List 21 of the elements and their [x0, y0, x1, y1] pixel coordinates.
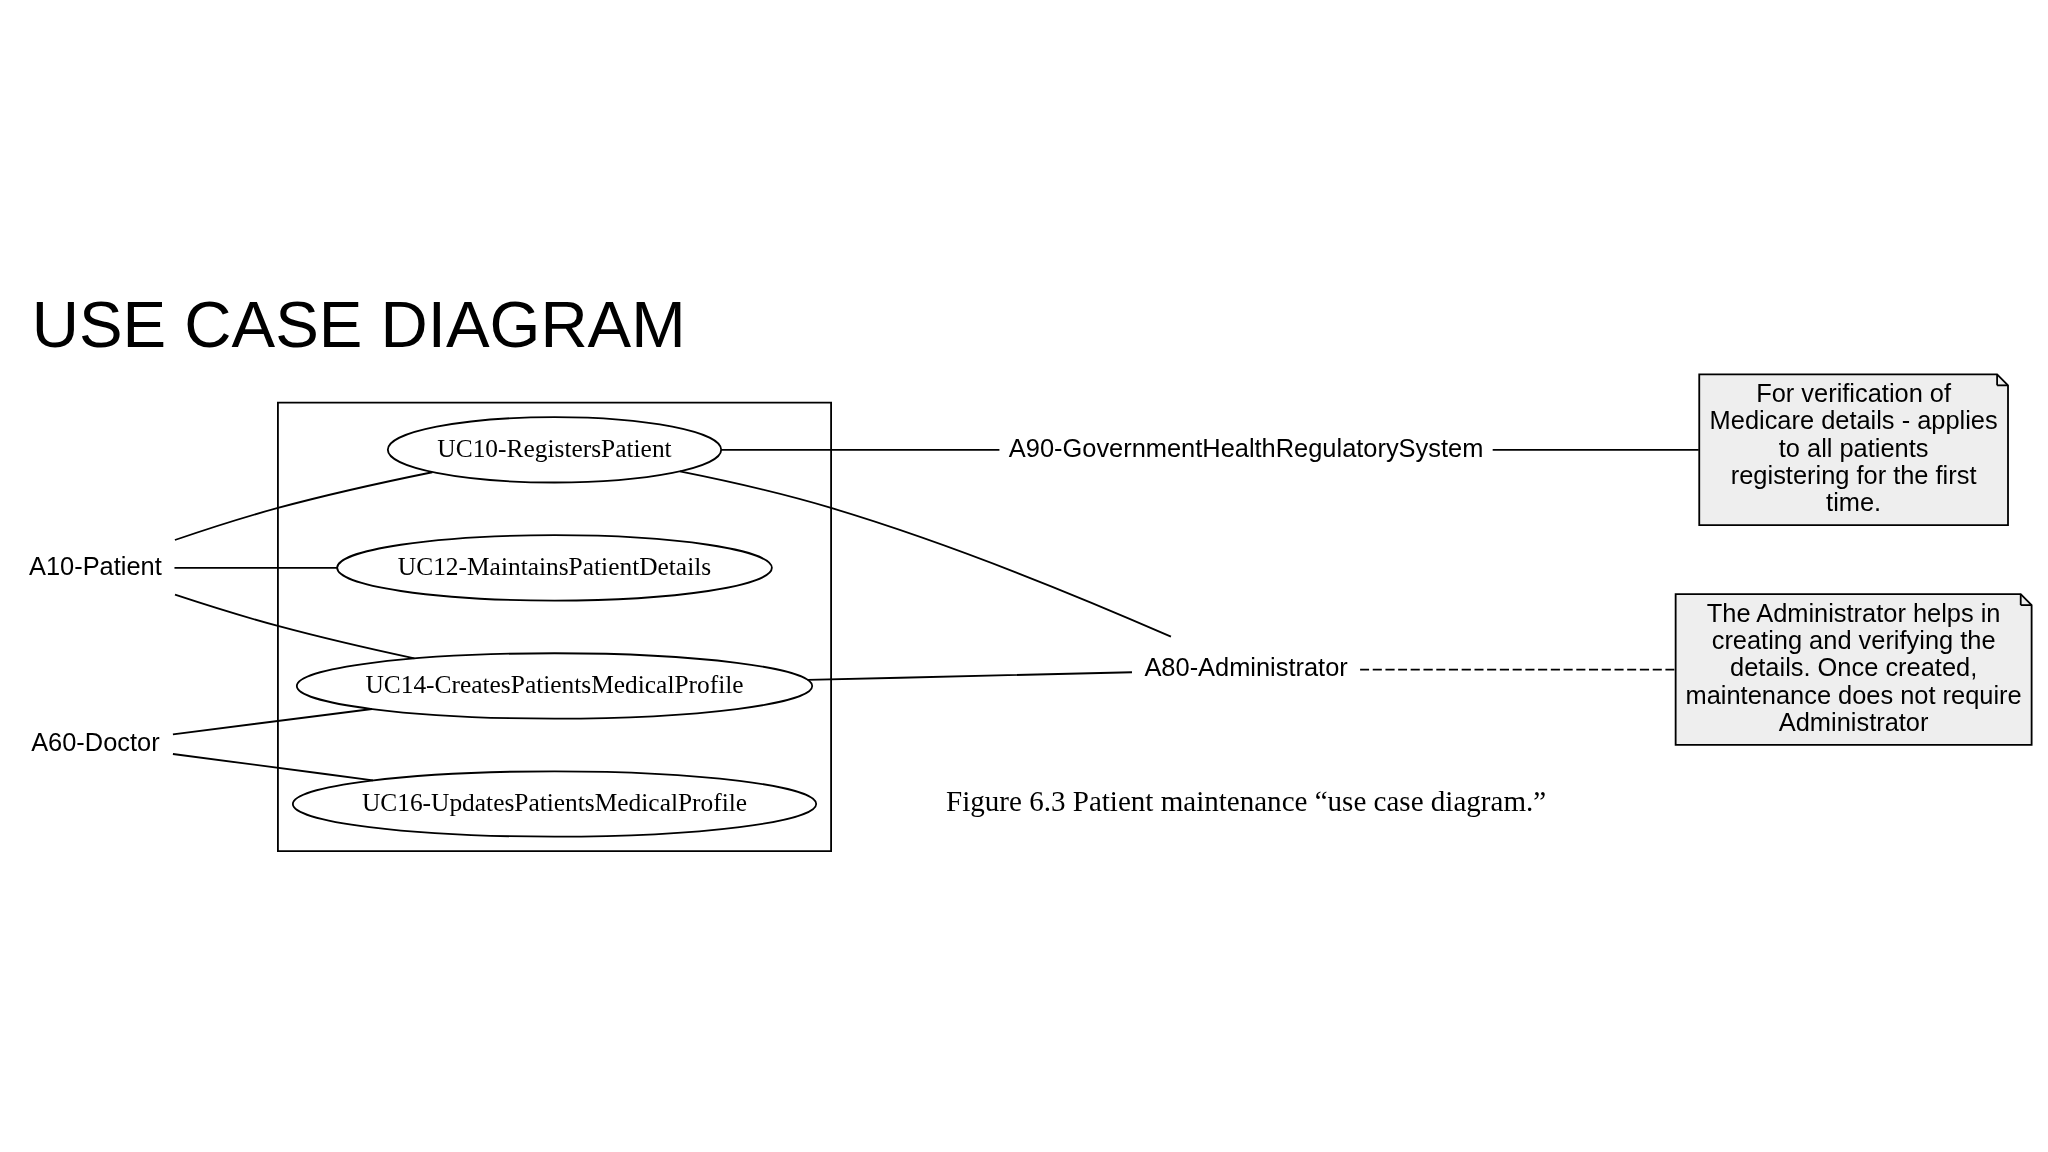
connector — [1359, 668, 1677, 670]
node-ellipse: UC16-UpdatesPatientsMedicalProfile — [291, 769, 818, 838]
connector — [173, 566, 338, 569]
node-text: A90-GovernmentHealthRegulatorySystem — [1008, 433, 1484, 462]
diagram-title: USE CASE DIAGRAM — [31, 287, 686, 361]
cluster — [277, 401, 832, 852]
node-text: A80-Administrator — [1144, 652, 1348, 681]
caption: Figure 6.3 Patient maintenance “use case diagram.” — [946, 784, 1547, 817]
node-ellipse: UC14-CreatesPatientsMedicalProfile — [295, 651, 814, 720]
connector — [806, 670, 1133, 681]
node-text: A60-Doctor — [31, 727, 160, 756]
node-ellipse: UC12-MaintainsPatientDetails — [336, 533, 773, 601]
connector — [174, 593, 416, 659]
node-text: A10-Patient — [29, 551, 162, 580]
connector — [174, 470, 434, 541]
connector — [172, 707, 373, 735]
connector — [1491, 448, 1700, 451]
connector — [172, 752, 374, 781]
connector — [720, 448, 1001, 451]
node-ellipse: UC10-RegistersPatient — [386, 415, 723, 483]
connector — [678, 470, 1172, 638]
